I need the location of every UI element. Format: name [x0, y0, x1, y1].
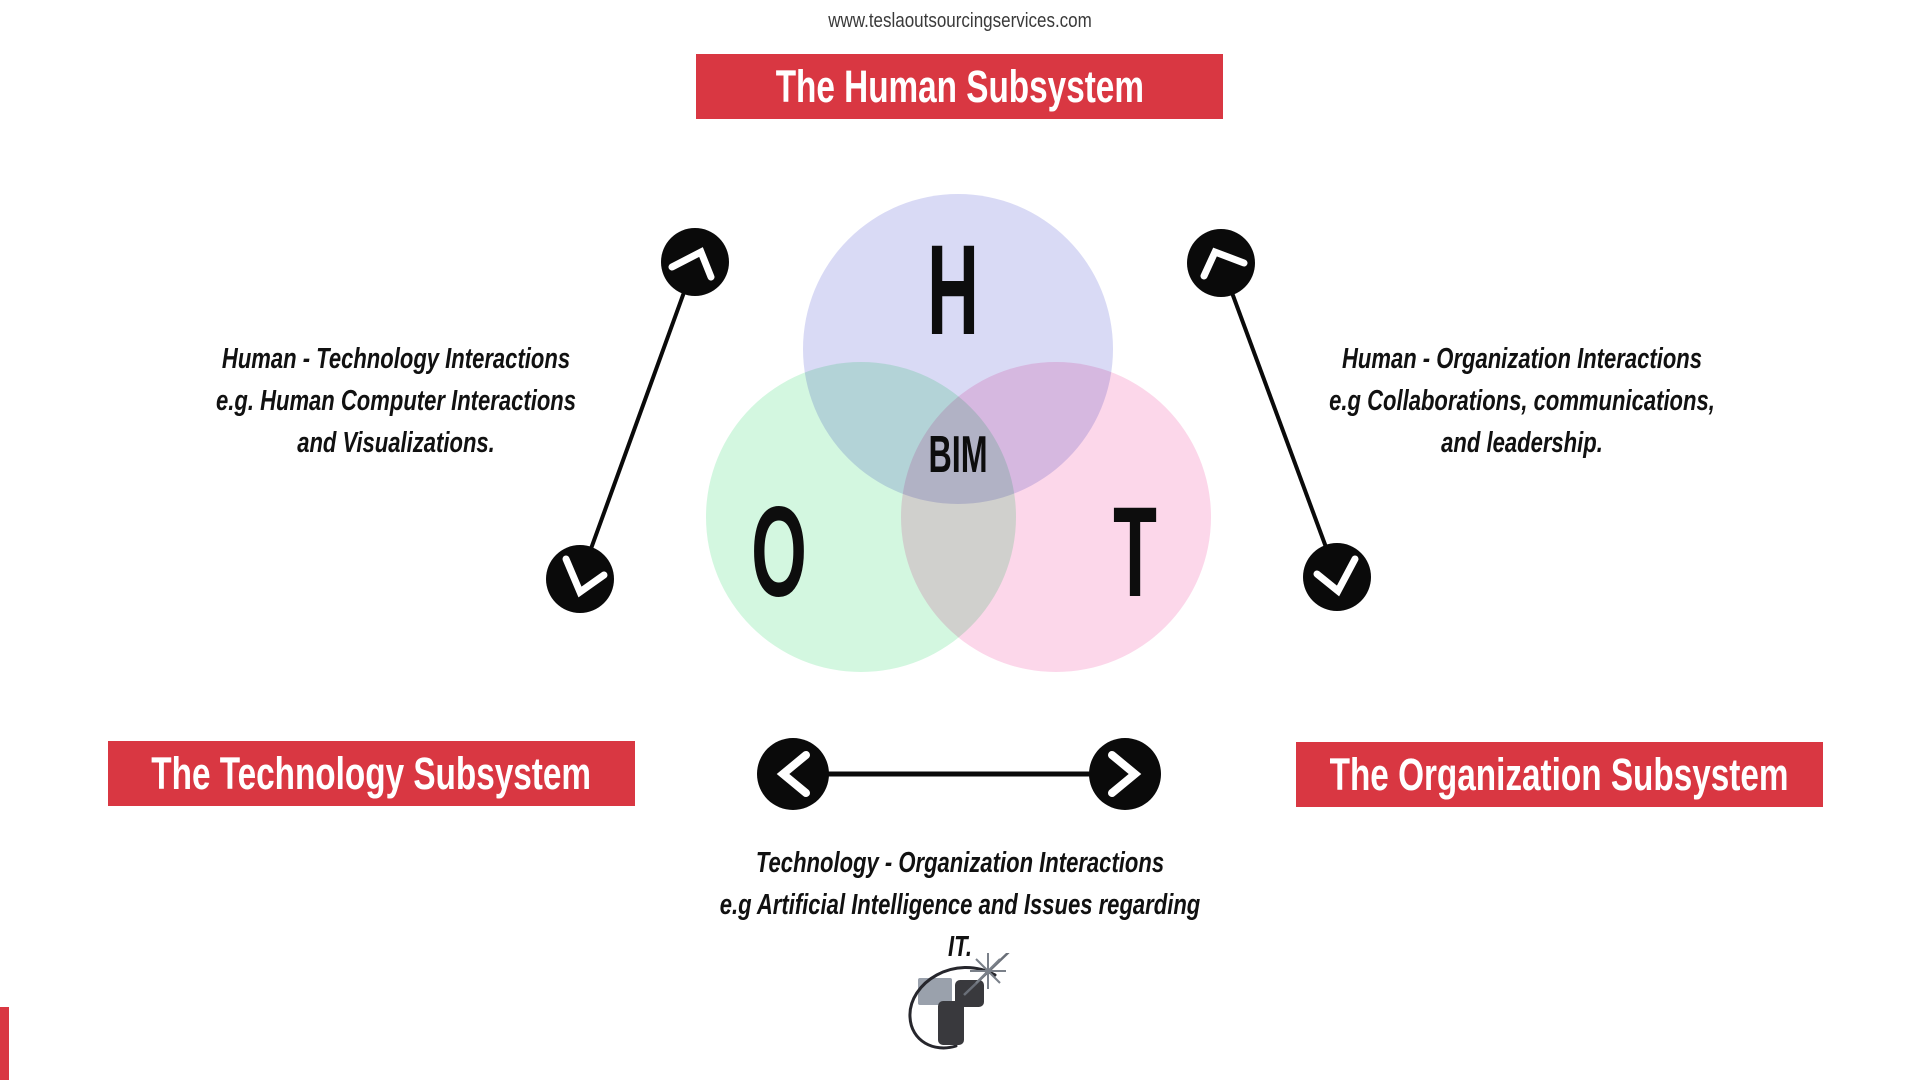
logo-t-shape: [938, 980, 984, 1045]
banner-organization-label: The Organization Subsystem: [1330, 748, 1789, 800]
arrowhead-circle: [661, 228, 729, 296]
website-url: www.teslaoutsourcingservices.com: [828, 10, 1092, 32]
arrowhead-circle: [757, 738, 829, 810]
venn-letter-o: O: [751, 481, 807, 624]
banner-technology-label: The Technology Subsystem: [151, 747, 592, 799]
venn-letter-h: H: [927, 219, 979, 362]
arrowhead-circle: [1303, 543, 1371, 611]
arrowhead-circle: [1187, 229, 1255, 297]
chevron-down-icon: [1313, 555, 1359, 597]
banner-technology-subsystem: The Technology Subsystem: [108, 741, 635, 806]
venn-center-label-bim: BIM: [928, 426, 988, 484]
note-line: e.g. Human Computer Interactions: [215, 385, 577, 417]
logo-star-icon: [963, 953, 1010, 996]
connector-line-right: [1219, 262, 1339, 578]
connector-line-left: [578, 261, 697, 580]
arrowhead-circle: [546, 545, 614, 613]
tesla-outsourcing-logo: [908, 953, 1010, 1050]
banner-organization-subsystem: The Organization Subsystem: [1296, 742, 1823, 807]
chevron-right-icon: [1108, 751, 1142, 797]
note-human-organization: Human - Organization Interactions e.g Co…: [1279, 338, 1765, 464]
note-line: Technology - Organization Interactions: [755, 847, 1165, 879]
note-technology-organization: Technology - Organization Interactions e…: [717, 842, 1203, 968]
logo-square: [918, 978, 952, 1005]
venn-circle-technology: [901, 362, 1211, 672]
arrowhead-circle: [1089, 738, 1161, 810]
venn-letter-t: T: [1113, 481, 1157, 624]
note-line: and Visualizations.: [297, 427, 495, 459]
note-human-technology: Human - Technology Interactions e.g. Hum…: [153, 338, 639, 464]
banner-human-label: The Human Subsystem: [775, 60, 1144, 112]
note-line: e.g Artificial Intelligence and Issues r…: [719, 889, 1201, 963]
note-line: Human - Organization Interactions: [1341, 343, 1703, 375]
chevron-down-icon: [562, 555, 608, 598]
logo-swoosh: [908, 966, 997, 1050]
left-edge-accent: [0, 1007, 9, 1080]
note-line: and leadership.: [1441, 427, 1603, 459]
note-line: Human - Technology Interactions: [221, 343, 571, 375]
chevron-up-icon: [668, 247, 715, 281]
chevron-up-icon: [1200, 247, 1248, 280]
banner-human-subsystem: The Human Subsystem: [696, 54, 1223, 119]
chevron-left-icon: [776, 751, 810, 797]
note-line: e.g Collaborations, communications,: [1329, 385, 1715, 417]
